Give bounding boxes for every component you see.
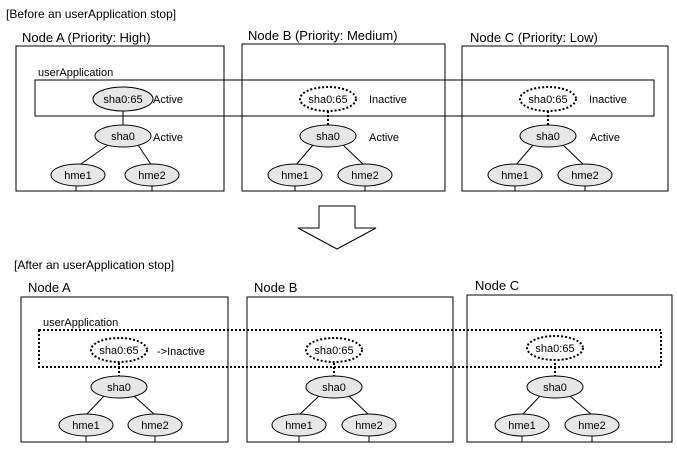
after-node-c-sha0-label: sha0 <box>543 382 567 394</box>
after-app-label: userApplication <box>43 317 118 329</box>
before-node-a-label: Node A (Priority: High) <box>22 30 151 45</box>
after-node-b-resource-label: sha0:65 <box>314 345 353 357</box>
before-node-b-resource-status: Inactive <box>369 94 407 106</box>
before-node-c-box <box>461 45 669 192</box>
after-node-c-label: Node C <box>475 278 519 293</box>
after-node-c-resource <box>526 335 584 361</box>
before-node-c-label: Node C (Priority: Low) <box>470 30 598 45</box>
after-node-a-box <box>20 296 229 443</box>
after-node-b-sha0 <box>305 375 363 399</box>
before-node-c-hme1-label: hme1 <box>501 170 529 182</box>
after-node-a-hme2-label: hme2 <box>141 420 169 432</box>
before-node-b-hme2 <box>337 163 393 187</box>
before-node-a-sha0-status: Active <box>153 132 183 144</box>
before-node-b-resource-label: sha0:65 <box>308 94 347 106</box>
after-node-a-resource <box>90 337 148 363</box>
before-node-a-hme2-label: hme2 <box>138 170 166 182</box>
before-node-b-hme1-label: hme1 <box>281 170 309 182</box>
after-node-b-hme2 <box>341 413 397 437</box>
before-node-a-resource <box>92 86 154 112</box>
after-node-c-sha0 <box>526 375 584 399</box>
after-node-b-hme2-label: hme2 <box>355 420 383 432</box>
before-node-c-hme1 <box>487 163 543 187</box>
before-node-c-resource-label: sha0:65 <box>528 94 567 106</box>
before-node-b-box <box>241 43 446 192</box>
after-node-c-resource-label: sha0:65 <box>535 343 574 355</box>
before-node-a-resource-label: sha0:65 <box>103 94 142 106</box>
before-node-a-hme1 <box>50 163 106 187</box>
before-node-c-resource-status: Inactive <box>589 94 627 106</box>
before-node-c-sha0-status: Active <box>590 132 620 144</box>
transition-arrow <box>297 205 377 250</box>
after-node-c-hme1 <box>494 413 550 437</box>
after-app-box <box>38 329 662 368</box>
before-node-c-sha0 <box>519 124 577 148</box>
after-title: [After an userApplication stop] <box>14 258 174 272</box>
after-node-c-hme2-label: hme2 <box>578 420 606 432</box>
before-node-a: Node A (Priority: High) sha0:65 Active s… <box>15 30 225 192</box>
before-title: [Before an userApplication stop] <box>6 7 176 21</box>
before-node-b-hme1 <box>267 163 323 187</box>
after-node-b: Node B sha0:65 sha0 hme1 hme2 <box>246 280 454 443</box>
before-node-c-sha0-label: sha0 <box>536 131 560 143</box>
before-node-b-label: Node B (Priority: Medium) <box>248 28 398 43</box>
before-node-a-sha0-label: sha0 <box>111 131 135 143</box>
after-node-a-sha0 <box>90 375 148 399</box>
after-node-a-label: Node A <box>28 280 71 295</box>
after-node-a: Node A sha0:65 ->Inactive sha0 hme1 hme2 <box>20 280 229 443</box>
after-node-a-hme1 <box>58 413 114 437</box>
before-app-label: userApplication <box>38 67 113 79</box>
before-node-a-box <box>15 45 225 192</box>
before-node-a-hme2 <box>124 163 180 187</box>
after-node-a-resource-label: sha0:65 <box>99 345 138 357</box>
before-node-b-resource <box>299 86 357 112</box>
before-node-b-sha0 <box>299 124 357 148</box>
before-app-box <box>34 79 655 117</box>
before-node-c-hme2 <box>557 163 613 187</box>
after-node-c-hme1-label: hme1 <box>508 420 536 432</box>
before-node-a-hme1-label: hme1 <box>64 170 92 182</box>
after-node-b-label: Node B <box>254 280 297 295</box>
before-node-b-hme2-label: hme2 <box>351 170 379 182</box>
after-node-c: Node C sha0:65 sha0 hme1 hme2 <box>466 278 673 443</box>
after-node-b-box <box>246 296 454 443</box>
after-node-c-hme2 <box>564 413 620 437</box>
after-node-a-sha0-label: sha0 <box>107 382 131 394</box>
before-node-a-sha0 <box>94 124 152 148</box>
after-node-b-sha0-label: sha0 <box>322 382 346 394</box>
before-node-a-resource-status: Active <box>153 94 183 106</box>
before-node-b-sha0-status: Active <box>369 132 399 144</box>
before-node-b-sha0-label: sha0 <box>316 131 340 143</box>
after-node-a-resource-status: ->Inactive <box>157 346 205 358</box>
after-node-a-hme1-label: hme1 <box>72 420 100 432</box>
before-node-c: Node C (Priority: Low) sha0:65 Inactive … <box>461 30 669 192</box>
after-node-b-hme1-label: hme1 <box>285 420 313 432</box>
after-node-c-box <box>466 294 673 443</box>
after-node-b-hme1 <box>271 413 327 437</box>
before-node-c-resource <box>519 86 577 112</box>
after-node-a-hme2 <box>127 413 183 437</box>
after-node-b-resource <box>305 337 363 363</box>
before-node-c-hme2-label: hme2 <box>571 170 599 182</box>
before-node-b: Node B (Priority: Medium) sha0:65 Inacti… <box>241 28 446 192</box>
